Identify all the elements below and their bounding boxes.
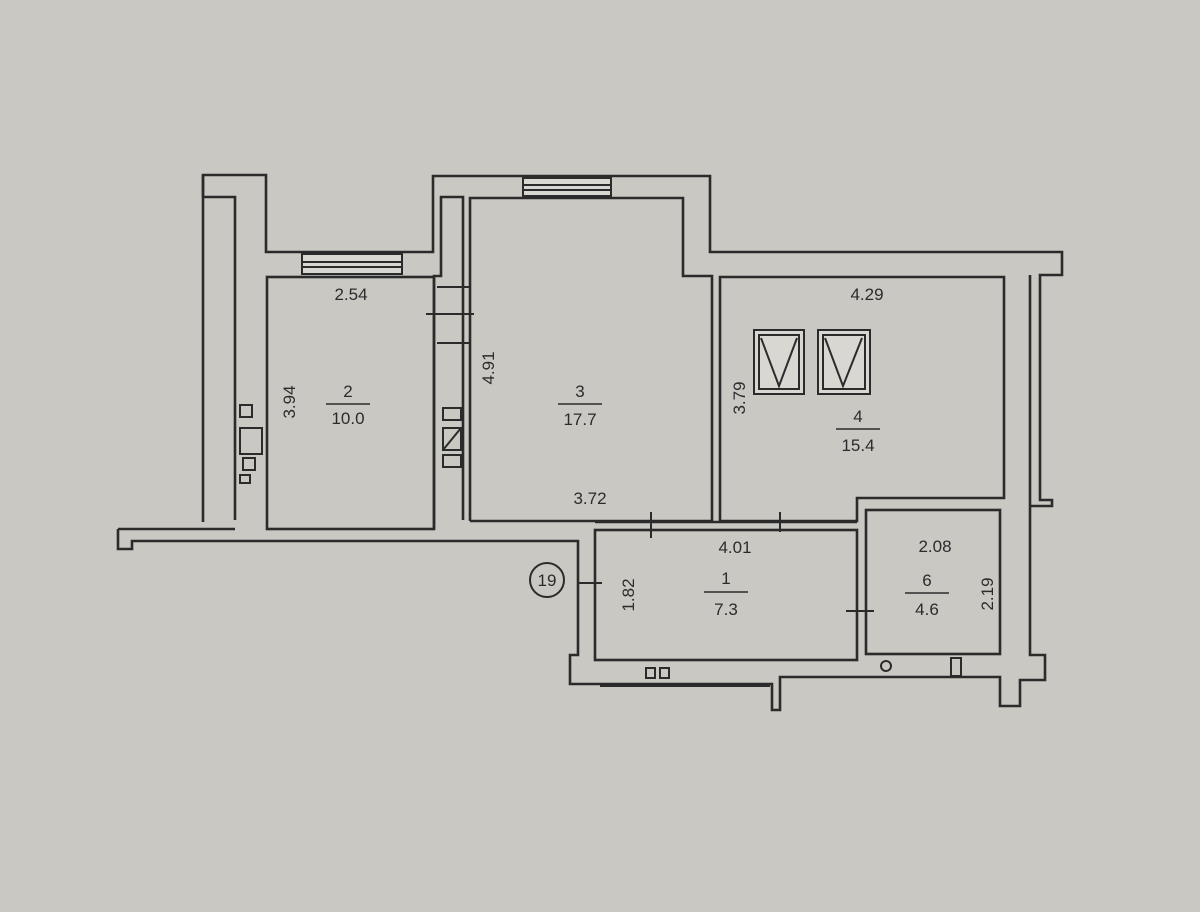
apartment-number-circle <box>529 562 565 598</box>
room-1-walls <box>593 528 859 662</box>
dim-room2-height: 3.94 <box>280 385 299 418</box>
drain-symbol <box>880 660 892 672</box>
riser-box-2-diag <box>442 427 462 451</box>
utility-box-4 <box>239 474 251 484</box>
door-marks <box>426 286 874 624</box>
ventilation-shaft-1-v <box>760 337 798 389</box>
room-6-walls <box>864 508 1002 656</box>
room-3-walls <box>468 196 714 523</box>
dim-room1-width: 4.01 <box>718 538 751 557</box>
ventilation-shaft-1-inner <box>758 334 800 390</box>
meter-2 <box>659 667 670 679</box>
riser-box-3 <box>442 454 462 468</box>
utility-box-1 <box>239 404 253 418</box>
room-4-number: 4 <box>853 407 862 426</box>
dim-room3-width: 3.72 <box>573 489 606 508</box>
dim-room3-height: 4.91 <box>479 351 498 384</box>
room-labels: 2 10.0 3 17.7 4 15.4 1 7.3 6 4.6 <box>326 382 949 619</box>
windows <box>301 177 612 275</box>
utility-box-2 <box>239 427 263 455</box>
walls <box>116 173 1064 712</box>
apartment-number: 19 <box>538 571 557 590</box>
wall-partition-2-3 <box>432 195 465 529</box>
riser-box-1 <box>442 407 462 421</box>
room-4-area: 15.4 <box>841 436 874 455</box>
room-1-number: 1 <box>721 569 730 588</box>
room-2-area: 10.0 <box>331 409 364 428</box>
shafts <box>239 329 962 679</box>
dimension-labels: 2.54 3.94 4.91 3.72 4.29 3.79 4.01 1.82 … <box>280 285 997 612</box>
room-4-walls <box>718 275 1006 523</box>
utility-box-3 <box>242 457 256 471</box>
window-room-2 <box>301 253 403 275</box>
meter-1 <box>645 667 656 679</box>
room-1-area: 7.3 <box>714 600 738 619</box>
apartment-marker: 19 <box>529 562 565 598</box>
ventilation-shaft-2-inner <box>822 334 866 390</box>
window-room-3 <box>522 177 612 197</box>
dim-room6-width: 2.08 <box>918 537 951 556</box>
riser-box-2 <box>442 427 462 451</box>
room-6-number: 6 <box>922 571 931 590</box>
dim-room4-width: 4.29 <box>850 285 883 304</box>
room-2-number: 2 <box>343 382 352 401</box>
dim-room1-height: 1.82 <box>619 578 638 611</box>
ventilation-shaft-2-v <box>824 337 863 389</box>
wall-bottom-left <box>116 275 1047 712</box>
wall-left-outer <box>201 173 1064 522</box>
pipe-symbol <box>950 657 962 677</box>
wall-left-inner <box>203 195 237 520</box>
dim-room2-width: 2.54 <box>334 285 367 304</box>
room-3-number: 3 <box>575 382 584 401</box>
room-3-area: 17.7 <box>563 410 596 429</box>
dim-room4-height: 3.79 <box>730 381 749 414</box>
room-6-area: 4.6 <box>915 600 939 619</box>
dim-room6-height: 2.19 <box>978 577 997 610</box>
